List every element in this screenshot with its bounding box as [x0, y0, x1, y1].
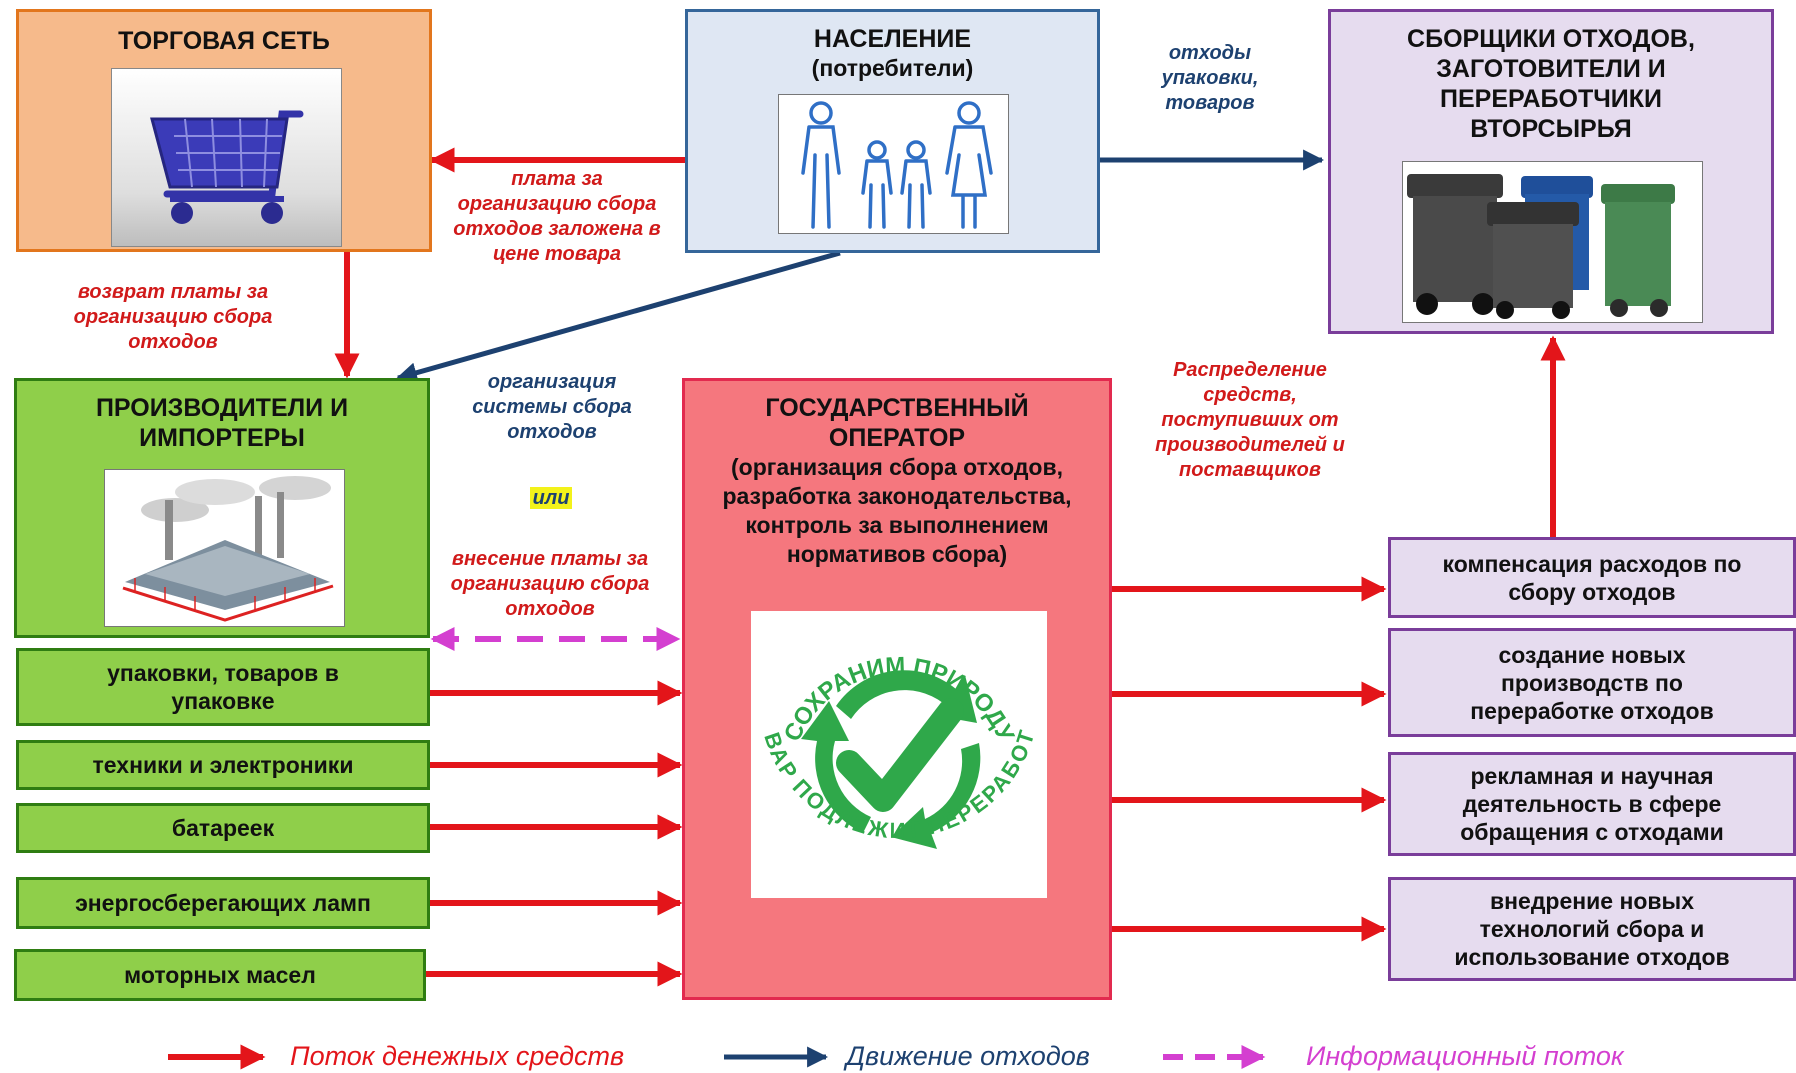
label-packaging-waste: отходы упаковки, товаров [1161, 42, 1259, 114]
producer-item-label: энергосберегающих ламп [75, 890, 371, 916]
retail-title: ТОРГОВАЯ СЕТЬ [118, 27, 330, 55]
arrow-waste-to-producers [395, 250, 841, 383]
outcome-compensation: компенсация расходов по сбору отходов [1388, 537, 1796, 618]
population-title: НАСЕЛЕНИЕ [813, 25, 972, 53]
label-fee-payment: внесение платы за организацию сбора отхо… [450, 548, 650, 620]
producer-item-label: упаковки, товаров в упаковке [107, 660, 339, 714]
family-icon [778, 94, 1009, 234]
producer-item-oils: моторных масел [14, 949, 426, 1001]
producer-item-packaging: упаковки, товаров в упаковке [16, 648, 430, 726]
outcome-label: компенсация расходов по сбору отходов [1442, 550, 1742, 605]
population-box: НАСЕЛЕНИЕ (потребители) [685, 9, 1100, 253]
recycle-logo: СОХРАНИМ ПРИРОДУ ТОВАР ПОДЛЕЖИТ ПЕРЕРАБО… [742, 609, 1047, 898]
outcome-advertising: рекламная и научная деятельность в сфере… [1388, 752, 1796, 856]
producer-item-lamps: энергосберегающих ламп [16, 877, 430, 929]
operator-box: ГОСУДАРСТВЕННЫЙ ОПЕРАТОР (организация сб… [682, 378, 1112, 1000]
producer-item-label: батареек [171, 815, 275, 841]
operator-subtitle: (организация сбора отходов, разработка з… [722, 454, 1072, 567]
legend-waste-label: Движение отходов [846, 1041, 1090, 1071]
outcome-label: внедрение новых технологий сбора и испол… [1454, 888, 1730, 970]
waste-bins-icon [1402, 161, 1703, 323]
outcome-label: создание новых производств по переработк… [1470, 641, 1714, 724]
producers-box: ПРОИЗВОДИТЕЛИ И ИМПОРТЕРЫ [14, 378, 430, 638]
label-payment-included: плата за организацию сбора отходов залож… [453, 168, 661, 265]
producer-item-electronics: техники и электроники [16, 740, 430, 790]
operator-title: ГОСУДАРСТВЕННЫЙ ОПЕРАТОР [765, 394, 1029, 452]
outcome-new-production: создание новых производств по переработк… [1388, 628, 1796, 737]
label-funds-distribution: Распределение средств, поступивших от пр… [1155, 359, 1345, 481]
factory-icon [104, 469, 345, 627]
collectors-box: СБОРЩИКИ ОТХОДОВ, ЗАГОТОВИТЕЛИ И ПЕРЕРАБ… [1328, 9, 1774, 334]
shopping-cart-icon [111, 68, 342, 247]
legend-info-label: Информационный поток [1306, 1041, 1624, 1071]
label-payment-return: возврат платы за организацию сбора отход… [73, 281, 273, 353]
outcome-label: рекламная и научная деятельность в сфере… [1460, 763, 1724, 845]
label-or: или [526, 486, 576, 511]
outcome-new-technologies: внедрение новых технологий сбора и испол… [1388, 877, 1796, 981]
collectors-title: СБОРЩИКИ ОТХОДОВ, ЗАГОТОВИТЕЛИ И ПЕРЕРАБ… [1407, 25, 1695, 143]
retail-box: ТОРГОВАЯ СЕТЬ [16, 9, 432, 252]
producer-item-label: моторных масел [124, 962, 316, 988]
producer-item-label: техники и электроники [92, 752, 354, 778]
producers-title: ПРОИЗВОДИТЕЛИ И ИМПОРТЕРЫ [95, 394, 349, 452]
legend-money-label: Поток денежных средств [290, 1041, 625, 1071]
label-collection-system: организация системы сбора отходов [472, 371, 632, 443]
label-or-text: или [529, 487, 573, 509]
population-subtitle: (потребители) [811, 55, 974, 81]
producer-item-batteries: батареек [16, 803, 430, 853]
